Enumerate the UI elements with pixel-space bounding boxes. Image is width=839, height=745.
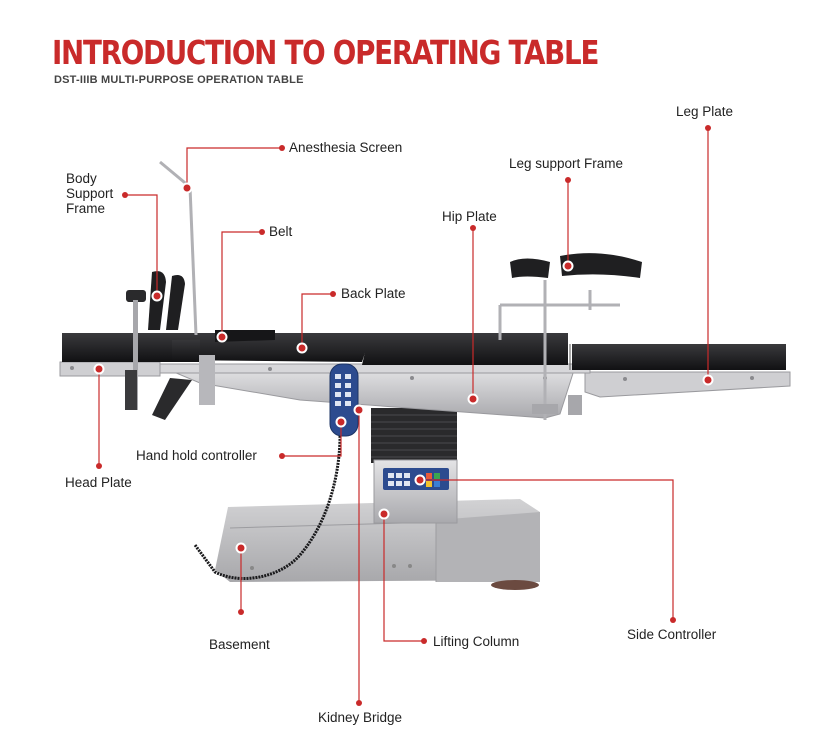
basement-label: Basement [209, 637, 270, 652]
side-controller-end-dot [670, 617, 676, 623]
side-controller-label: Side Controller [627, 627, 717, 642]
head-plate-label: Head Plate [65, 475, 132, 490]
body-support-frame-anchor-dot [151, 290, 163, 302]
kidney-bridge-end-dot [356, 700, 362, 706]
anesthesia-screen-label: Anesthesia Screen [289, 140, 403, 155]
anesthesia-screen-end-dot [279, 145, 285, 151]
back-plate-anchor-dot [296, 342, 308, 354]
kidney-bridge-anchor-dot [353, 404, 365, 416]
hip-plate-label: Hip Plate [442, 209, 497, 224]
back-plate-end-dot [330, 291, 336, 297]
anesthesia-screen-illustration [159, 160, 198, 336]
head-plate-end-dot [96, 463, 102, 469]
lifting-column-anchor-dot [378, 508, 390, 520]
hand-controller-end-dot [279, 453, 285, 459]
hand-controller-illustration [193, 363, 359, 580]
basement-anchor-dot [235, 542, 247, 554]
lifting-column-end-dot [421, 638, 427, 644]
leg-support-illustration [498, 253, 642, 420]
hand-controller-anchor-dot [335, 416, 347, 428]
leg-plate-anchor-dot [702, 374, 714, 386]
page-title: INTRODUCTION TO OPERATING TABLE [52, 33, 599, 72]
hand-hold-controller-label: Hand hold controller [136, 448, 257, 463]
lifting-column-label: Lifting Column [433, 634, 520, 649]
page-subtitle: DST-IIIB MULTI-PURPOSE OPERATION TABLE [54, 74, 304, 86]
body-support-frame-end-dot [122, 192, 128, 198]
leg-support-frame-anchor-dot [562, 260, 574, 272]
kidney-bridge-label: Kidney Bridge [318, 710, 403, 725]
basement-illustration [215, 499, 540, 590]
hip-plate-end-dot [470, 225, 476, 231]
belt-label: Belt [269, 224, 293, 239]
body-support-frame-label: Body Support Frame [66, 171, 114, 216]
lifting-column-illustration [371, 408, 458, 524]
leg-plate-end-dot [705, 125, 711, 131]
belt-anchor-dot [216, 331, 228, 343]
leg-support-frame-end-dot [565, 177, 571, 183]
basement-end-dot [238, 609, 244, 615]
head-plate-anchor-dot [93, 363, 105, 375]
side-controller-anchor-dot [414, 474, 426, 486]
anesthesia-screen-anchor-dot [181, 182, 193, 194]
head-support-illustration [125, 271, 215, 420]
callout-dots [93, 125, 714, 706]
hip-plate-anchor-dot [467, 393, 479, 405]
back-plate-label: Back Plate [341, 286, 406, 301]
belt-illustration [215, 330, 275, 342]
belt-end-dot [259, 229, 265, 235]
leg-support-frame-label: Leg support Frame [509, 156, 624, 171]
mattress-illustration [62, 333, 786, 370]
leg-plate-label: Leg Plate [676, 104, 734, 119]
leader-lines [98, 128, 709, 703]
